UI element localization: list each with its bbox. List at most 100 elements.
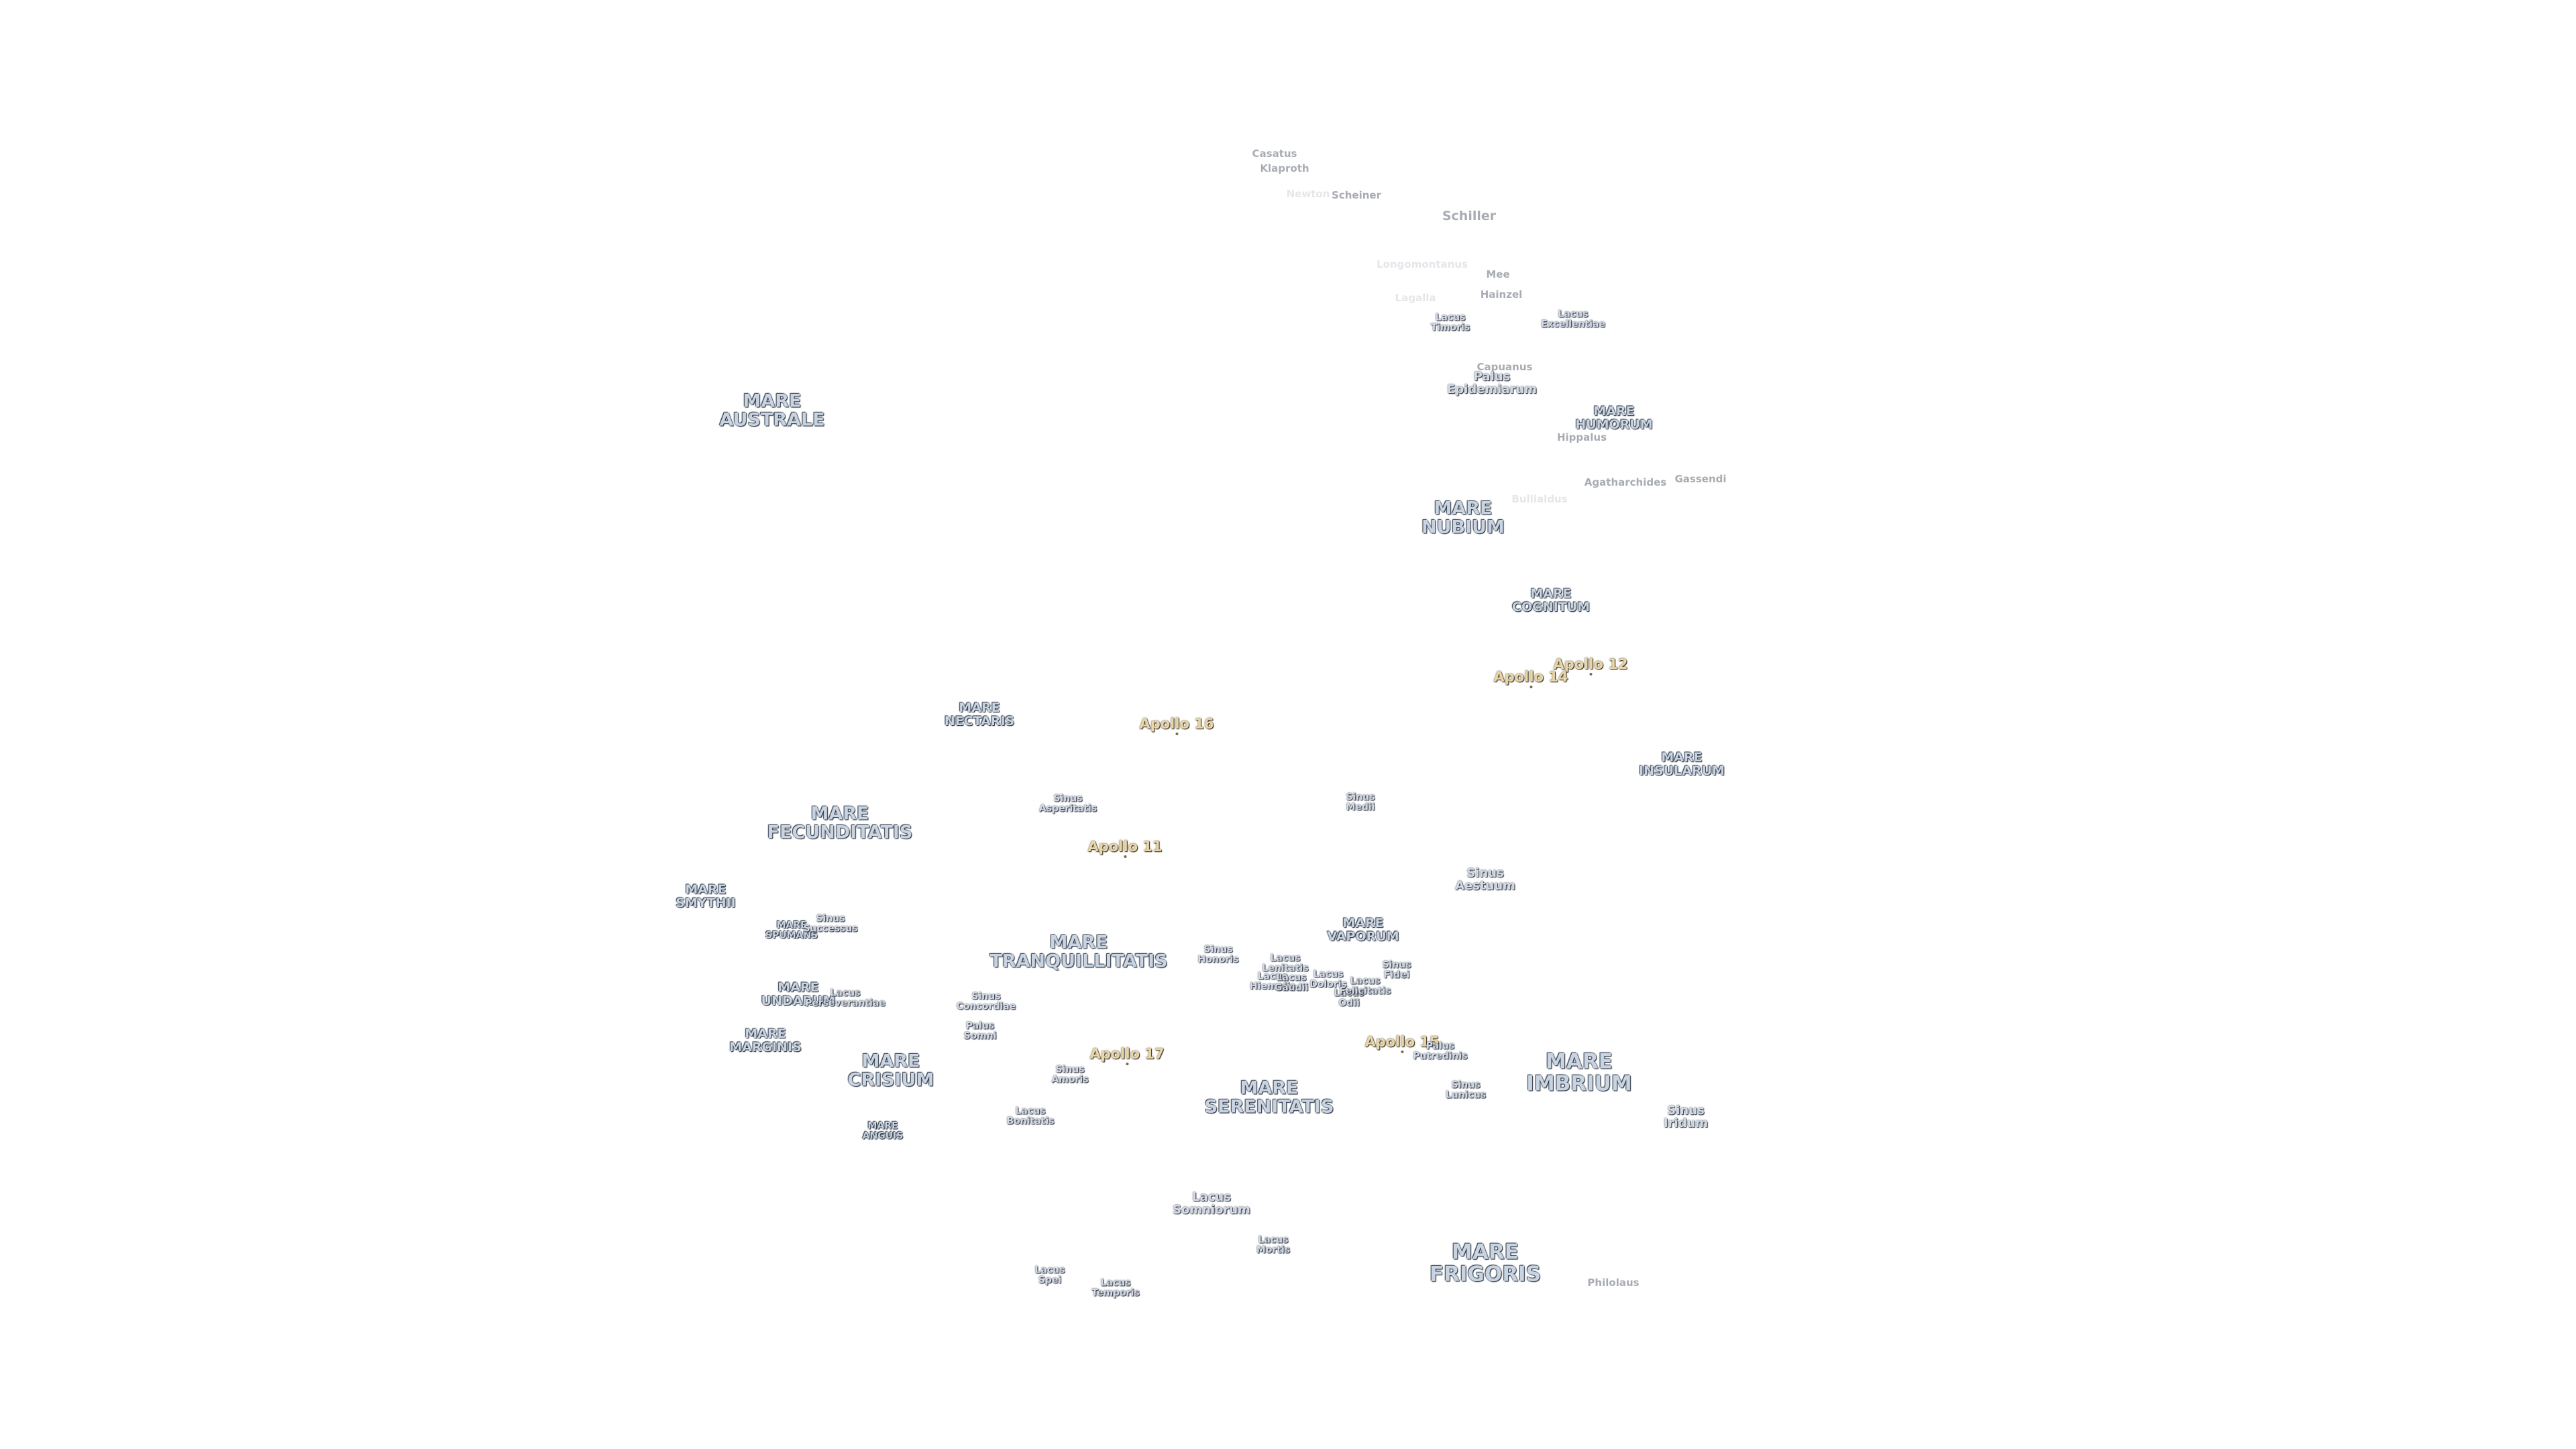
feature-label-mee: Mee [1486,269,1509,280]
feature-label-lacus-spei: Lacus Spei [1035,1265,1065,1285]
feature-label-scheiner: Scheiner [1332,189,1381,202]
feature-name: Apollo 17 [1089,1045,1165,1062]
feature-name: Lacus Bonitatis [1006,1106,1055,1126]
feature-label-mare-undarum: MARE UNDARUM [761,981,836,1008]
feature-label-palus-epidemiarum: Palus Epidemiarum [1447,370,1537,396]
feature-name: Lacus Mortis [1256,1234,1291,1255]
feature-name: MARE FECUNDITATIS [767,803,913,843]
feature-label-gassendi: Gassendi [1674,474,1726,485]
feature-label-hippalus: Hippalus [1557,432,1607,443]
feature-label-casatus: Casatus [1252,148,1297,160]
feature-label-sinus-lunicus: Sinus Lunicus [1446,1080,1486,1099]
feature-name: Sinus Lunicus [1445,1079,1487,1100]
feature-label-sinus-successus: Sinus Successus [803,914,857,933]
feature-name: MARE NUBIUM [1421,498,1505,538]
feature-label-sinus-medii: Sinus Medii [1346,792,1375,812]
feature-name: Lacus Somniorum [1173,1190,1250,1217]
landing-site-apollo-16: Apollo 16 [1139,716,1214,736]
feature-name: Apollo 15 [1364,1033,1440,1050]
feature-label-mare-frigoris: MARE FRIGORIS [1430,1241,1541,1285]
feature-name: Lacus Timoris [1430,312,1470,333]
feature-name: MARE AUSTRALE [719,390,825,431]
feature-name: MARE SERENITATIS [1204,1077,1334,1118]
feature-label-lacus-hiemalis: Lacus Hiemalis [1250,971,1295,991]
feature-label-sinus-concordiae: Sinus Concordiae [957,991,1016,1011]
feature-name: MARE INSULARUM [1639,750,1725,778]
feature-name: Lacus Lenitatis [1262,953,1309,973]
landing-marker-icon [1175,733,1178,736]
feature-name: Lagalla [1395,292,1436,305]
feature-name: Lacus Felicitatis [1339,975,1391,996]
feature-label-mare-crisium: MARE CRISIUM [848,1052,934,1091]
feature-label-sinus-amoris: Sinus Amoris [1051,1065,1088,1084]
feature-name: Apollo 11 [1087,838,1163,855]
feature-name: Sinus Successus [803,913,858,934]
feature-label-palus-somni: Palus Somni [963,1021,996,1040]
feature-name: Lacus Gaudii [1274,972,1309,993]
feature-label-lacus-temporis: Lacus Temporis [1091,1278,1139,1297]
feature-label-bullialdus: Bullialdus [1511,494,1567,505]
feature-name: MARE SMYTHII [676,882,736,910]
feature-name: MARE HUMORUM [1575,404,1653,432]
feature-label-sinus-fidei: Sinus Fidei [1382,960,1411,979]
feature-label-schiller: Schiller [1442,209,1497,224]
feature-label-longomontanus: Longomontanus [1377,258,1468,271]
feature-label-agatharchides: Agatharchides [1584,476,1667,489]
feature-name: Lacus Excellentiae [1541,309,1605,329]
feature-label-mare-insularum: MARE INSULARUM [1639,751,1725,778]
feature-label-lacus-felicitatis: Lacus Felicitatis [1339,976,1391,996]
feature-name: Klaproth [1260,162,1309,175]
landing-marker-icon [1125,1063,1128,1066]
feature-label-lacus-excellentiae: Lacus Excellentiae [1541,309,1605,329]
feature-name: MARE UNDARUM [761,980,836,1008]
feature-label-philolaus: Philolaus [1587,1277,1640,1289]
feature-label-hainzel: Hainzel [1480,288,1523,301]
landing-site-apollo-12: Apollo 12 [1553,657,1628,676]
feature-label-lacus-lenitatis: Lacus Lenitatis [1262,953,1308,973]
feature-name: Sinus Iridum [1663,1104,1709,1130]
feature-name: Scheiner [1332,189,1381,202]
feature-label-mare-tranquillitatis: MARE TRANQUILLITATIS [989,932,1168,972]
feature-label-sinus-iridum: Sinus Iridum [1663,1104,1709,1130]
feature-label-lacus-somniorum: Lacus Somniorum [1173,1191,1250,1217]
feature-name: Apollo 14 [1493,668,1568,685]
feature-label-lacus-odii: Lacus Odii [1334,988,1364,1008]
feature-name: Schiller [1442,209,1497,224]
feature-name: MARE SPUMANS [765,920,818,941]
feature-name: MARE VAPORUM [1327,916,1399,944]
feature-label-mare-serenitatis: MARE SERENITATIS [1205,1079,1334,1118]
feature-label-mare-nectaris: MARE NECTARIS [945,701,1014,729]
feature-label-mare-anguis: MARE ANGUIS [863,1121,904,1140]
feature-name: Hainzel [1480,288,1523,301]
feature-name: MARE MARGINIS [729,1026,802,1055]
feature-name: Lacus Hiemalis [1250,971,1295,991]
feature-label-capuanus: Capuanus [1477,362,1533,373]
feature-name: Lacus Odii [1334,987,1364,1008]
landing-site-apollo-17: Apollo 17 [1089,1045,1165,1066]
feature-label-sinus-asperitatis: Sinus Asperitatis [1039,794,1097,813]
feature-name: Bullialdus [1511,493,1568,506]
feature-label-lacus-mortis: Lacus Mortis [1256,1235,1290,1254]
feature-name: MARE TRANQUILLITATIS [989,932,1168,972]
feature-name: Capuanus [1477,361,1533,374]
feature-label-lacus-doloris: Lacus Doloris [1309,969,1347,989]
feature-label-klaproth: Klaproth [1260,162,1309,175]
feature-name: Newton [1286,188,1330,201]
feature-label-mare-fecunditatis: MARE FECUNDITATIS [767,803,913,843]
feature-label-lagalla: Lagalla [1395,292,1436,305]
feature-label-mare-marginis: MARE MARGINIS [729,1026,802,1055]
feature-name: Agatharchides [1584,476,1667,489]
feature-label-mare-vaporum: MARE VAPORUM [1327,916,1399,944]
feature-name: Palus Somni [963,1020,997,1041]
feature-label-newton: Newton [1287,189,1330,200]
feature-name: Casatus [1252,148,1297,160]
landing-marker-icon [1589,673,1592,676]
feature-name: Gassendi [1674,473,1727,486]
feature-name: Longomontanus [1377,258,1468,271]
feature-name: MARE ANGUIS [862,1120,904,1141]
landing-site-apollo-11: Apollo 11 [1087,838,1163,859]
feature-name: Lacus Perseverantiae [805,987,885,1008]
feature-name: Sinus Amoris [1051,1064,1089,1085]
feature-name: Philolaus [1587,1277,1640,1289]
